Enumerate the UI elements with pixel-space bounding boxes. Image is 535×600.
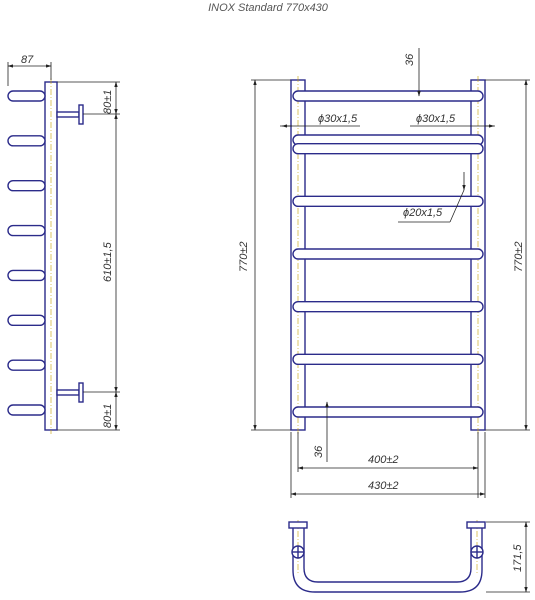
side-rung [7,180,46,192]
front-rungs [292,90,484,418]
frame-tube-diameter-label: ϕ30x1,5 [318,113,358,125]
front-height-right-label: 770±2 [513,241,525,272]
left-fitting [291,545,305,559]
side-view: 87 80±1 610±1,5 80±1 [7,54,120,434]
side-rung [7,90,46,102]
side-rungs [7,90,46,416]
front-bottom-offset-label: 36 [313,445,325,458]
side-depth-label: 87 [21,54,34,66]
wall-mount-bottom [56,382,84,403]
front-rung [292,300,484,313]
front-height-left-label: 770±2 [238,241,250,272]
front-rung [292,406,484,418]
side-rung [7,135,46,147]
side-center-distance-label: 610±1,5 [102,241,114,282]
front-rung [292,353,484,366]
front-rung [292,142,484,155]
outer-width-label: 430±2 [368,480,399,492]
side-rung [7,224,46,237]
drawing-title: INOX Standard 770x430 [208,2,329,14]
top-depth-label: 171,5 [512,544,524,572]
front-rung-offset-label: 36 [404,53,416,66]
right-fitting [470,545,484,559]
side-rung [7,359,46,371]
top-view: 171,5 [288,520,530,593]
wall-mount-top [56,104,84,125]
rail-tube-diameter-label: ϕ30x1,5 [416,113,456,125]
front-rung [292,90,484,102]
front-rung [292,248,484,260]
rung-tube-diameter-label: ϕ20x1,5 [403,207,443,219]
side-rung [7,404,46,416]
side-bottom-offset-label: 80±1 [102,404,114,428]
top-view-frame [292,528,483,593]
side-top-offset-label: 80±1 [102,90,114,114]
side-rung [7,314,46,326]
side-rung [7,269,46,282]
inner-width-label: 400±2 [368,454,399,466]
front-view: 770±2 770±2 36 ϕ30x1,5 ϕ30x1,5 ϕ20x1,5 3… [238,48,530,498]
front-rung [292,195,484,208]
